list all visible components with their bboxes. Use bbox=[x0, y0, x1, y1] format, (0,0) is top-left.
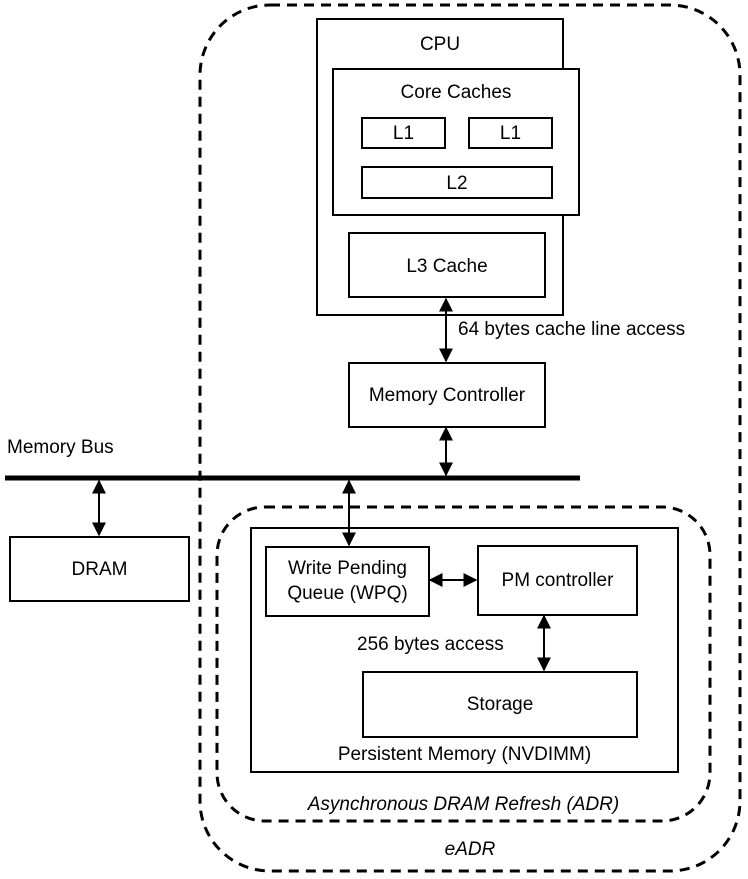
storage-label: Storage bbox=[466, 694, 534, 715]
wpq-label-line1: Write Pending bbox=[288, 558, 407, 579]
l1-cache-right bbox=[468, 117, 553, 149]
core-caches-box bbox=[332, 68, 580, 216]
adr-domain-boundary bbox=[215, 505, 712, 823]
l2-cache-label: L2 bbox=[446, 173, 468, 194]
l3-cache bbox=[348, 232, 546, 298]
l3-cache-label: L3 Cache bbox=[406, 256, 488, 277]
adr-label: Asynchronous DRAM Refresh (ADR) bbox=[307, 794, 620, 815]
cache-line-access-label: 64 bytes cache line access bbox=[458, 319, 686, 340]
eadr-domain-boundary bbox=[198, 3, 742, 873]
eadr-label: eADR bbox=[444, 839, 496, 860]
pm-access-label: 256 bytes access bbox=[357, 634, 504, 655]
l2-cache bbox=[361, 166, 553, 199]
persistent-memory-box bbox=[250, 527, 679, 773]
storage-box bbox=[362, 671, 638, 738]
wpq-label-line2: Queue (WPQ) bbox=[287, 583, 408, 604]
persistent-memory-label: Persistent Memory (NVDIMM) bbox=[337, 744, 592, 765]
dram-box bbox=[9, 536, 190, 602]
cpu-label: CPU bbox=[419, 34, 461, 55]
memory-bus-label: Memory Bus bbox=[7, 437, 114, 458]
write-pending-queue-box bbox=[265, 546, 430, 617]
pm-controller-box bbox=[477, 545, 638, 616]
l1-cache-left-label: L1 bbox=[392, 123, 415, 144]
l1-cache-left bbox=[361, 117, 446, 149]
pm-controller-label: PM controller bbox=[501, 570, 614, 591]
dram-label: DRAM bbox=[71, 559, 128, 580]
memory-controller-box bbox=[348, 362, 546, 428]
core-caches-label: Core Caches bbox=[400, 82, 512, 103]
l1-cache-right-label: L1 bbox=[499, 123, 522, 144]
memory-controller-label: Memory Controller bbox=[368, 385, 526, 406]
